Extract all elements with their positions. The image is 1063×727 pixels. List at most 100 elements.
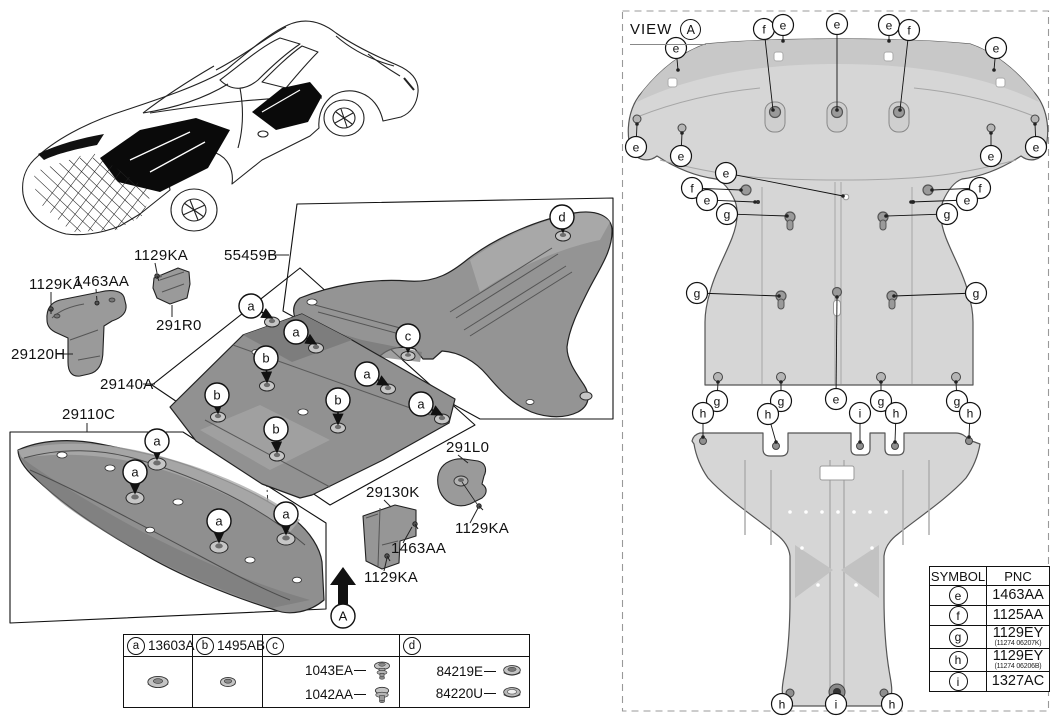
callout-a: a	[206, 508, 232, 544]
callout-circle	[691, 401, 715, 425]
callout-c: c	[395, 323, 421, 354]
callout-leader	[260, 307, 274, 319]
callout-circle	[824, 387, 848, 411]
callout-circle	[958, 401, 982, 425]
callout-circle	[848, 401, 872, 425]
fastener-dome-center	[334, 424, 342, 430]
callout-e: e	[624, 122, 648, 159]
callout-leader	[1034, 123, 1036, 137]
leader-dot	[892, 294, 896, 298]
symbol-header: SYMBOL	[929, 566, 987, 586]
callout-letter: g	[954, 395, 961, 409]
fastener-dome-center	[268, 318, 276, 324]
callout-letter: f	[762, 23, 766, 37]
pnc-value: 1125AA	[992, 607, 1044, 623]
callout-leader	[260, 369, 273, 384]
callout-letter: e	[833, 393, 840, 407]
leader-dot	[777, 294, 781, 298]
grommet-icon	[219, 677, 236, 687]
part-label-29130k: 29130K	[366, 484, 420, 501]
callout-circle	[715, 202, 739, 226]
callout-circle	[624, 135, 648, 159]
callout-circle	[238, 293, 264, 319]
callout-letter: e	[993, 42, 1000, 56]
callout-a: a	[408, 391, 444, 417]
callout-g: g	[715, 202, 789, 226]
callout-A: A	[330, 603, 356, 629]
fastener-dome-center	[312, 344, 320, 350]
label-leader	[383, 557, 388, 572]
callout-e: e	[909, 188, 979, 212]
callout-circle	[144, 428, 170, 454]
view-a-front-mid-shape	[627, 38, 1049, 386]
leader-dot	[898, 108, 902, 112]
part-label-1129ka: 1129KA	[364, 569, 418, 586]
callout-letter: a	[417, 397, 425, 412]
callout-leader	[736, 174, 844, 197]
leader-dot	[841, 194, 845, 198]
symbol-e: e	[948, 586, 968, 605]
leader-dot	[930, 188, 934, 192]
pnc-note: (11274 06206B)	[994, 663, 1042, 670]
callout-circle	[253, 345, 279, 371]
callout-leader	[931, 187, 970, 191]
part-label-29140a: 29140A	[100, 376, 154, 393]
part-label-1463aa: 1463AA	[74, 273, 129, 290]
leader-dot	[701, 435, 705, 439]
legend-col-c: c 1043EA 1042AA	[263, 635, 400, 707]
callout-circle	[273, 501, 299, 527]
callout-leader	[770, 423, 777, 443]
part-label-1463aa: 1463AA	[391, 540, 446, 557]
callout-circle	[206, 508, 232, 534]
callout-letter: h	[700, 407, 707, 421]
callout-circle	[964, 281, 988, 305]
panel-29110c	[17, 440, 325, 614]
callout-e: e	[664, 36, 688, 72]
callout-letter: b	[262, 351, 269, 366]
fastener-dome-center	[214, 413, 222, 419]
legend-part-84219e: 84219E	[436, 663, 483, 679]
callout-letter: e	[704, 194, 711, 208]
bracket-291l0	[437, 458, 487, 507]
legend-part-13603a: 13603A	[148, 638, 195, 653]
callout-letter: e	[673, 42, 680, 56]
callout-i: i	[824, 692, 848, 716]
fastener-dome-center	[215, 543, 223, 549]
bracket-29130k	[362, 504, 417, 570]
callout-a: a	[273, 501, 299, 536]
callout-letter: e	[964, 194, 971, 208]
legend-col-a: a 13603A	[124, 635, 195, 707]
leader-dot	[635, 122, 639, 126]
leader-dot	[835, 108, 839, 112]
grommet-icon	[147, 676, 169, 688]
callout-e: e	[695, 188, 757, 212]
label-leader	[469, 507, 479, 524]
table-row: i 1327AC	[929, 671, 1050, 692]
label-leader	[457, 454, 469, 464]
leader-dot	[771, 108, 775, 112]
leader-dot	[781, 39, 785, 43]
callout-leader	[737, 213, 788, 217]
callout-leader	[430, 405, 444, 416]
callout-letter: f	[690, 182, 694, 196]
callout-letter: c	[405, 329, 412, 344]
leader-dot	[835, 295, 839, 299]
callout-leader	[894, 423, 897, 443]
callout-circle	[984, 36, 1008, 60]
fastener-dome-center	[282, 535, 290, 541]
leader-dot	[779, 380, 783, 384]
callout-circle	[695, 188, 719, 212]
callout-letter: a	[153, 434, 161, 449]
callout-e: e	[979, 131, 1003, 168]
callout-circle	[395, 323, 421, 349]
leader-dot	[753, 200, 757, 204]
callout-circle	[884, 401, 908, 425]
callout-a: a	[144, 428, 170, 461]
callout-letter: h	[967, 407, 974, 421]
callout-letter: A	[339, 609, 348, 624]
table-row: h 1129EY(11274 06206B)	[929, 648, 1050, 672]
callout-e: e	[669, 131, 693, 168]
callout-letter: a	[131, 465, 139, 480]
